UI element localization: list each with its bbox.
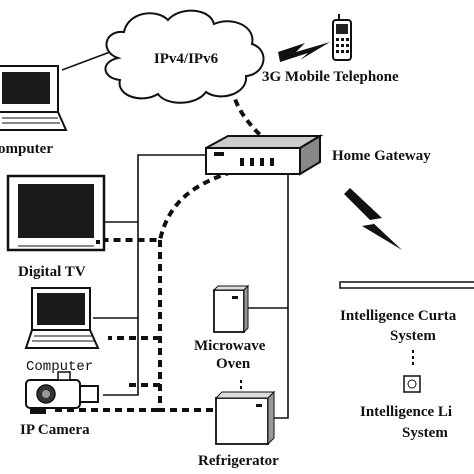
mobile-label: 3G Mobile Telephone <box>262 69 399 85</box>
curtain-label-1: Intelligence Curta <box>340 308 457 324</box>
digital-tv-label: Digital TV <box>18 264 86 280</box>
camera-icon <box>25 371 99 414</box>
dash-tv-camera <box>158 240 215 412</box>
cloud-label: IPv4/IPv6 <box>154 51 219 67</box>
home-gateway-label: Home Gateway <box>332 148 431 164</box>
laptop-icon <box>0 65 68 131</box>
refrigerator-label: Refrigerator <box>198 453 279 469</box>
microwave-icon <box>212 284 250 334</box>
link-gateway-camera <box>103 318 139 396</box>
computer-mid-label: Computer <box>26 359 93 375</box>
link-cloud-computer <box>61 51 111 71</box>
light-label-2: System <box>402 425 448 441</box>
wireless-lightning-icon <box>278 42 330 62</box>
dash-gateway-tv <box>105 170 233 242</box>
computer-top-label: omputer <box>0 141 53 157</box>
tv-icon <box>6 174 106 252</box>
link-gateway-tv <box>103 154 210 223</box>
curtain-label-2: System <box>390 328 436 344</box>
laptop-icon <box>24 287 100 349</box>
home-gateway-icon <box>205 134 324 176</box>
refrigerator-icon <box>214 390 276 446</box>
light-label-1: Intelligence Li <box>360 404 452 420</box>
cloud-icon <box>104 9 265 104</box>
wired-links <box>61 51 289 419</box>
mobile-phone-icon <box>332 14 352 61</box>
ellipsis-dots <box>412 350 414 365</box>
wireless-lightning-icon <box>344 188 402 250</box>
ip-camera-label: IP Camera <box>20 422 90 438</box>
microwave-label-1: Microwave <box>194 338 266 354</box>
microwave-label-2: Oven <box>216 356 251 372</box>
light-icon <box>403 375 421 393</box>
curtain-icon <box>339 281 474 289</box>
dash-cloud-gateway <box>230 87 267 142</box>
link-gateway-appliances <box>270 170 289 419</box>
